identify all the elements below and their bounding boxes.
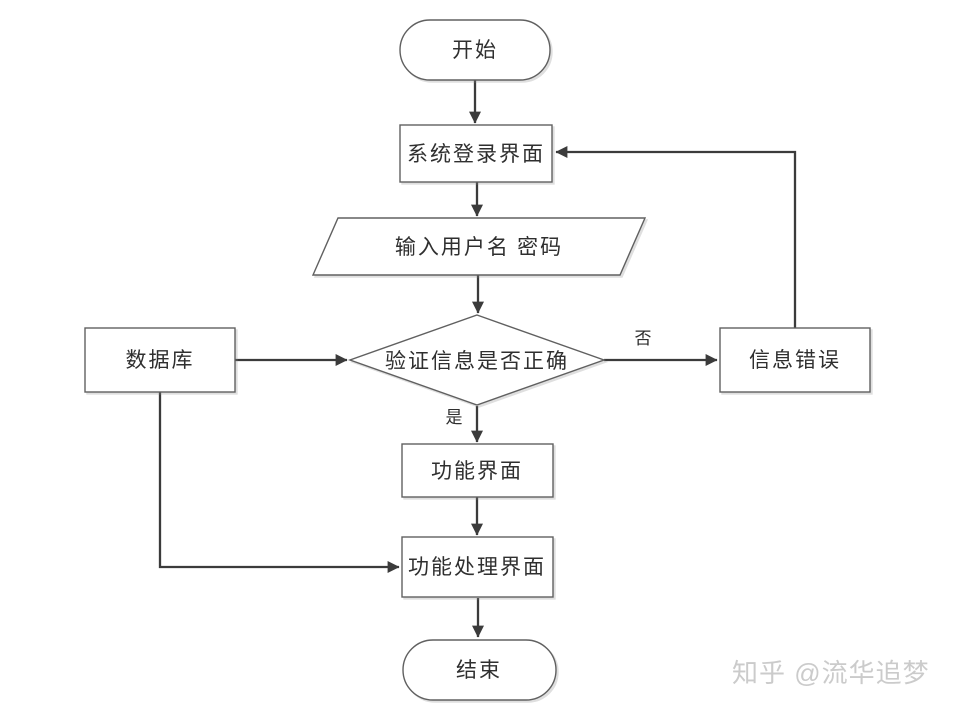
shapes-layer: [84, 19, 871, 701]
zhihu-watermark: 知乎 @流华追梦: [732, 658, 930, 688]
node-function-label: 功能界面: [431, 459, 523, 483]
node-handle-rect: [401, 536, 554, 598]
node-handle-label: 功能处理界面: [408, 555, 546, 579]
edges-layer: [158, 80, 797, 638]
node-error-label: 信息错误: [749, 348, 841, 372]
node-end-terminator: [402, 639, 557, 701]
labels-layer: 开始 系统登录界面 输入用户名 密码 验证信息是否正确 数据库 信息错误 功能界…: [126, 38, 841, 682]
node-verify-diamond: [347, 314, 607, 406]
node-database-label: 数据库: [126, 348, 195, 372]
node-start-terminator: [399, 19, 551, 81]
edge-error-to-login-loop: [555, 146, 797, 328]
node-error-rect: [719, 327, 871, 393]
node-end-label: 结束: [456, 658, 502, 682]
node-input-label: 输入用户名 密码: [395, 235, 563, 259]
node-start-label: 开始: [452, 38, 498, 62]
edge-database-to-handle: [158, 392, 400, 573]
node-verify-label: 验证信息是否正确: [385, 349, 569, 373]
node-login-label: 系统登录界面: [407, 142, 545, 166]
node-database-rect: [84, 327, 236, 393]
node-input-parallelogram: [311, 217, 647, 276]
node-login-rect: [399, 124, 553, 183]
node-function-rect: [401, 443, 554, 498]
branch-yes-label: 是: [446, 408, 463, 427]
branch-no-label: 否: [635, 329, 652, 348]
